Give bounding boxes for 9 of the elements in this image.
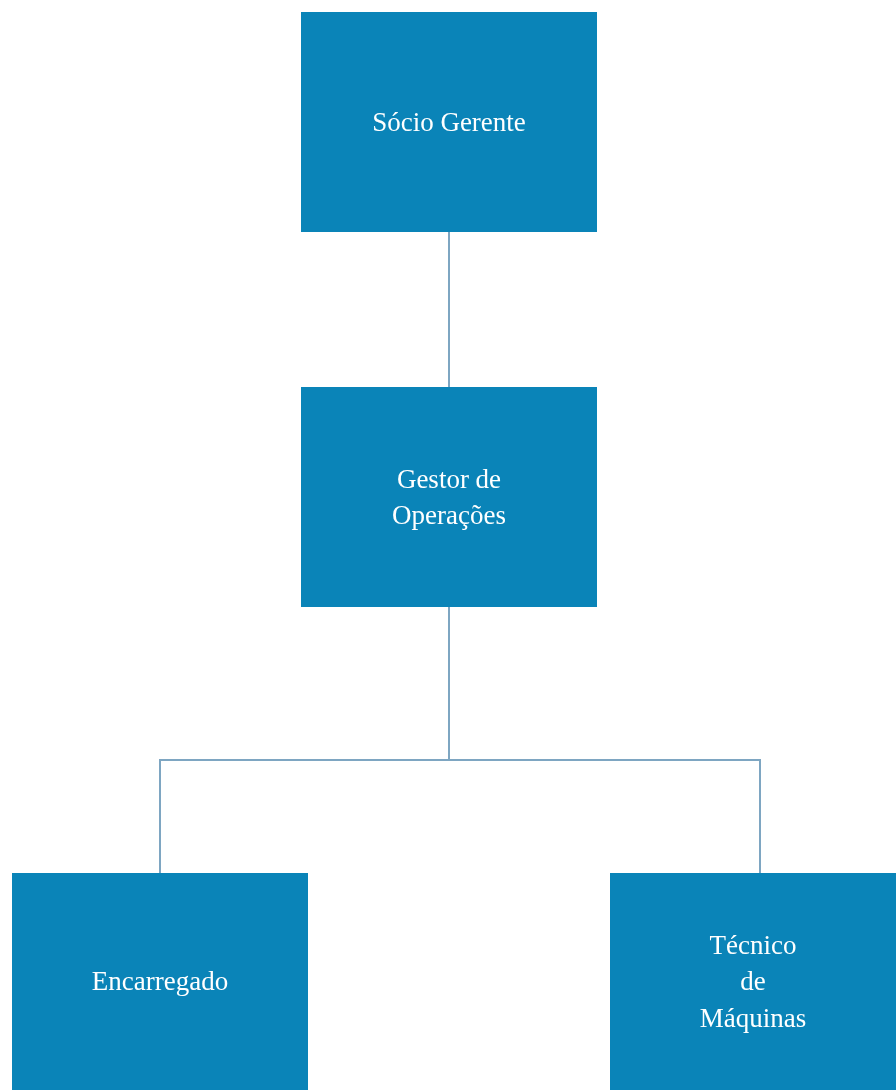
role-box: [610, 873, 896, 1090]
role-title: Gestor de Operações: [392, 462, 506, 532]
role-box: [12, 873, 308, 1090]
role-box: [301, 12, 597, 232]
role-title: Técnico de Máquinas: [699, 928, 807, 1035]
connector-line: [448, 231, 450, 388]
role-title: Sócio Gerente: [372, 105, 526, 139]
role-title: Encarregado: [91, 965, 229, 999]
role-box: [301, 387, 597, 607]
